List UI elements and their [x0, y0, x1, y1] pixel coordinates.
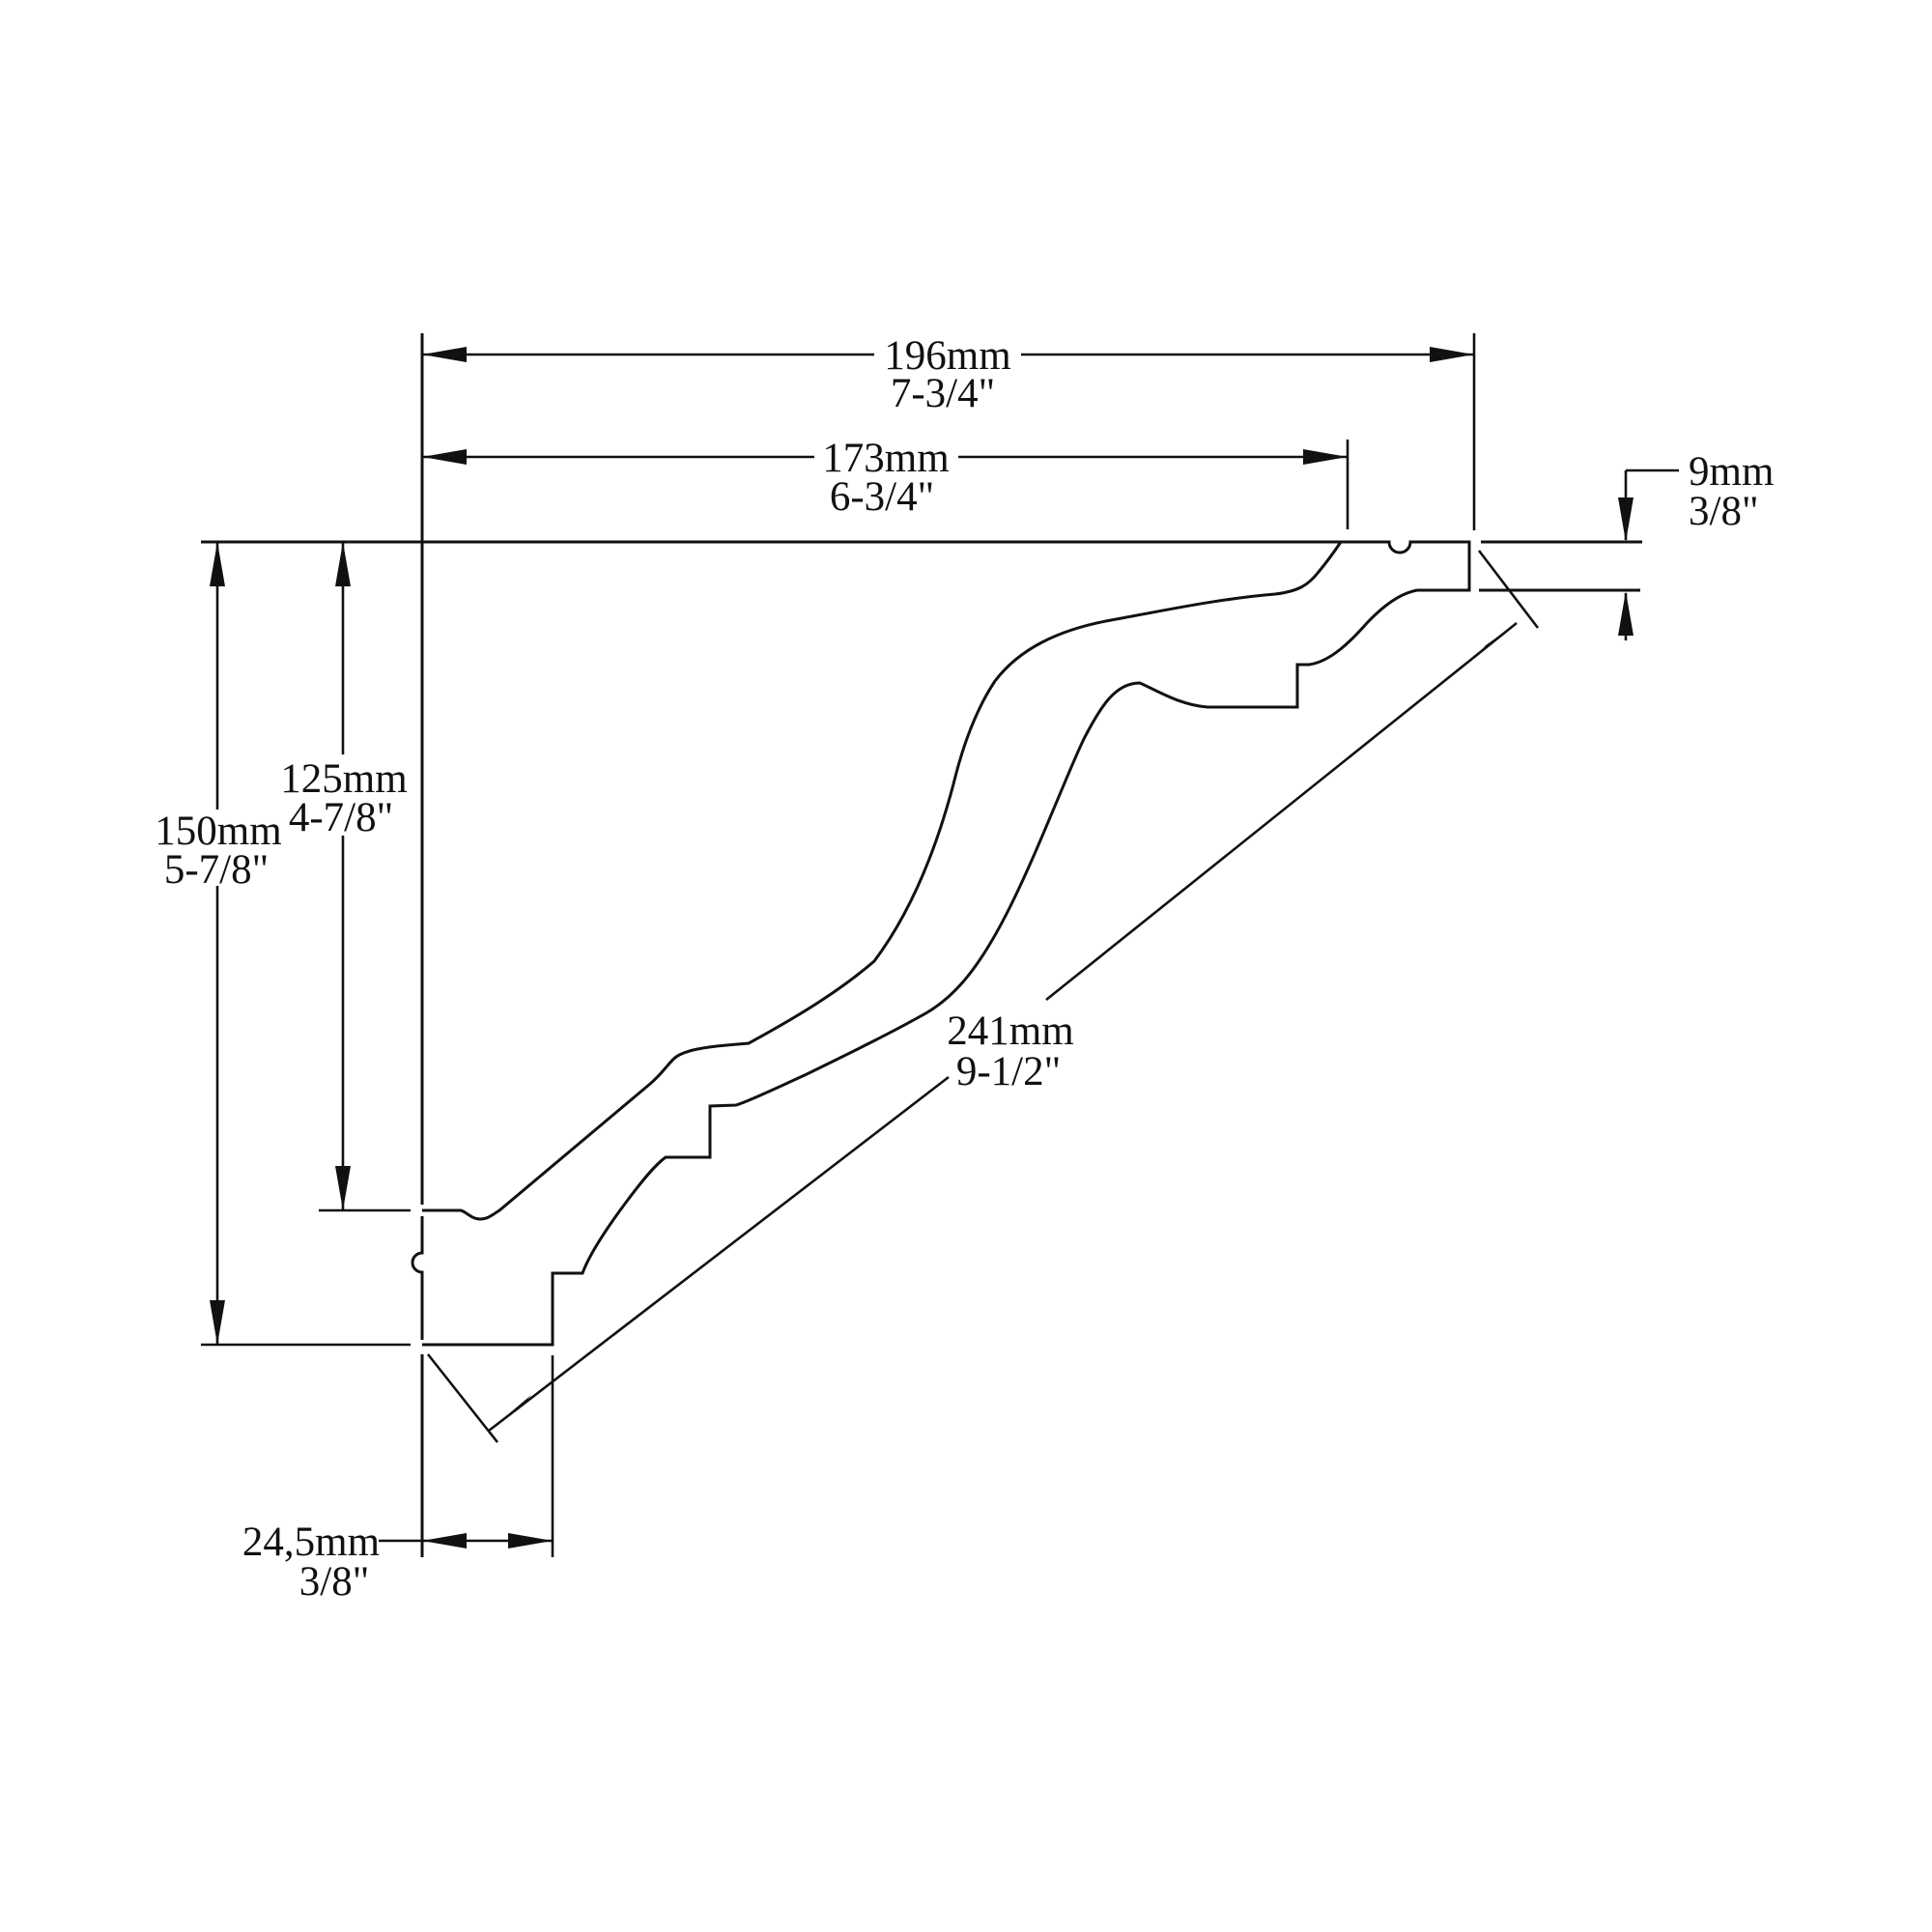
- dim-total-width-mm: 196mm: [884, 333, 1010, 379]
- arrow-left-icon: [422, 449, 467, 465]
- dim-total-width-inch: 7-3/4": [891, 371, 995, 416]
- dim-end-thickness: 9mm 3/8": [1618, 449, 1774, 640]
- molding-profile-path: [422, 540, 1471, 1347]
- dim-end-thickness-mm: 9mm: [1689, 449, 1774, 495]
- dim-bottom-width-inch: 3/8": [299, 1559, 370, 1605]
- dim-diagonal-line: [488, 621, 1518, 1433]
- dim-end-thickness-leader: [1624, 469, 1679, 640]
- arrow-down-left-icon: [489, 1395, 531, 1431]
- dim-face-projection-mm: 173mm: [822, 436, 949, 481]
- dim-total-width: 196mm 7-3/4": [422, 333, 1476, 530]
- dim-face-projection-inch: 6-3/4": [830, 474, 934, 520]
- dim-face-height-inch: 4-7/8": [289, 795, 393, 840]
- arrow-up-icon: [210, 542, 225, 586]
- arrow-right-icon: [508, 1533, 553, 1548]
- wall-extension-line: [411, 333, 424, 1557]
- arrow-down-icon: [335, 1166, 351, 1210]
- arrow-left-icon: [422, 347, 467, 362]
- dim-diagonal-ext-top: [1477, 550, 1540, 629]
- arrow-left-icon: [422, 1533, 467, 1548]
- dim-total-height: 150mm 5-7/8": [155, 542, 411, 1347]
- arrow-up-icon: [335, 542, 351, 586]
- arrow-down-icon: [1618, 497, 1634, 542]
- dim-face-height: 125mm 4-7/8": [280, 542, 411, 1212]
- dim-diagonal-mm: 241mm: [947, 1009, 1073, 1054]
- dim-diagonal-face: 241mm 9-1/2": [426, 550, 1540, 1443]
- arrow-up-right-icon: [1474, 623, 1517, 659]
- dim-bottom-width: 24,5mm 3/8": [242, 1355, 554, 1605]
- dim-diagonal-ext-bottom: [426, 1353, 499, 1443]
- dim-face-projection: 173mm 6-3/4": [422, 436, 1350, 529]
- dim-end-thickness-inch: 3/8": [1689, 489, 1759, 534]
- dim-face-height-mm: 125mm: [280, 756, 407, 802]
- dim-total-height-mm: 150mm: [155, 809, 281, 854]
- dim-diagonal-inch: 9-1/2": [956, 1049, 1061, 1094]
- dim-bottom-width-mm: 24,5mm: [242, 1520, 380, 1565]
- arrow-right-icon: [1303, 449, 1348, 465]
- arrow-right-icon: [1430, 347, 1474, 362]
- arrow-up-icon: [1618, 591, 1634, 636]
- dim-total-height-inch: 5-7/8": [164, 847, 269, 893]
- arrow-down-icon: [210, 1300, 225, 1345]
